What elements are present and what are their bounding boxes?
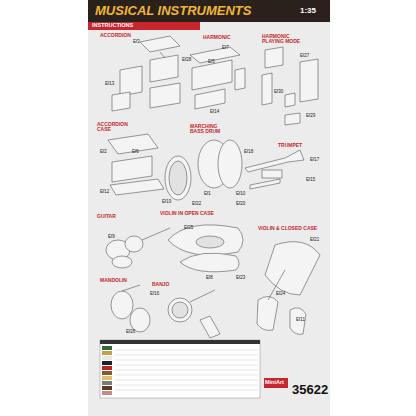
part-number: Ef27 [300, 54, 309, 59]
bass-drum [165, 140, 242, 200]
part-number: Ef18 [244, 150, 253, 155]
part-number: Ef13 [105, 82, 114, 87]
paint-table [100, 340, 260, 398]
instructions-bar [88, 22, 200, 30]
accordion-case-parts [108, 134, 164, 195]
part-number: Ef12 [100, 190, 109, 195]
part-number: Ef2 [100, 150, 107, 155]
sheet-ground [88, 0, 330, 416]
violin-closed-case [257, 242, 320, 335]
part-number: Ef6 [132, 150, 139, 155]
section-label: BANJO [152, 282, 170, 287]
sheet-title: MUSICAL INSTRUMENTS [95, 4, 251, 18]
section-label: HARMONIC [203, 35, 231, 40]
section-label: MANDOLIN [100, 278, 127, 283]
kit-number: 35622 [292, 383, 328, 397]
part-number: Ef14 [210, 110, 219, 115]
part-number: Ef8 [206, 276, 213, 281]
trumpet [245, 150, 304, 189]
banjo [168, 290, 220, 338]
part-number: Ef9 [108, 235, 115, 240]
part-number: Ef15 [306, 178, 315, 183]
section-label: ACCORDION CASE [97, 122, 137, 133]
section-label: GUITAR [97, 214, 116, 219]
harmonic-playing-parts [262, 47, 318, 125]
logo-plate [264, 378, 288, 388]
section-label: HARMONIC PLAYING MODE [262, 34, 302, 45]
violin-open-case [168, 225, 243, 272]
section-label: MARCHING BASS DRUM [190, 124, 226, 135]
part-number: Ef29 [306, 114, 315, 119]
accordion-parts [112, 36, 180, 111]
harmonic-parts [190, 47, 245, 109]
part-number: Ef24 [276, 292, 285, 297]
part-number: Ef3 [133, 40, 140, 45]
part-number: Ef19 [162, 200, 171, 205]
part-number: Ef26 [126, 330, 135, 335]
part-number: Ef25 [184, 226, 193, 231]
section-label: ACCORDION [100, 33, 131, 38]
part-number: Ef7 [222, 46, 229, 51]
section-label: TRUMPET [278, 143, 302, 148]
section-bar-text: INSTRUCTIONS [92, 23, 133, 29]
scale-text: 1:35 [300, 7, 316, 15]
part-number: Ef30 [274, 90, 283, 95]
part-number: Ef22 [192, 202, 201, 207]
part-number: Ef17 [310, 158, 319, 163]
header-bar [88, 0, 330, 22]
part-number: Ef5 [208, 60, 215, 65]
section-label: VIOLIN & CLOSED CASE [258, 226, 317, 231]
part-number: Ef23 [236, 276, 245, 281]
part-number: Ef28 [182, 58, 191, 63]
brand-logo: MiniArt [265, 380, 284, 386]
section-label: VIOLIN IN OPEN CASE [160, 211, 214, 216]
mandolin [111, 285, 150, 332]
part-number: Ef21 [310, 238, 319, 243]
part-number: Ef10 [236, 192, 245, 197]
part-number: Ef20 [236, 202, 245, 207]
part-number: Ef11 [296, 318, 305, 323]
part-number: Ef16 [150, 292, 159, 297]
guitar [106, 228, 170, 268]
part-number: Ef1 [204, 192, 211, 197]
